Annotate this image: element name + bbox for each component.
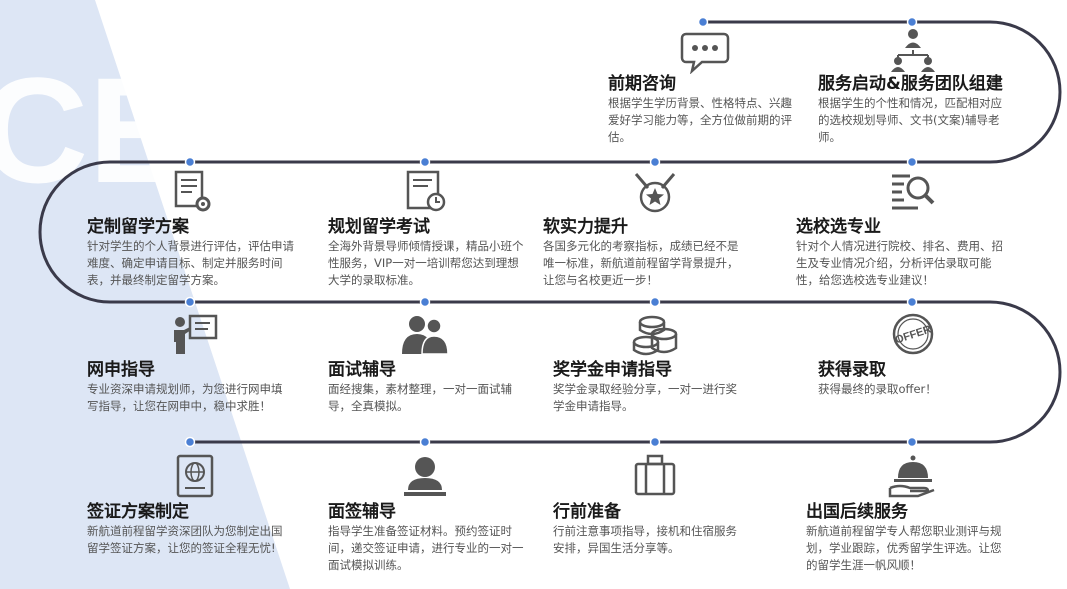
chat-bubble-icon <box>680 30 730 74</box>
step-description: 行前注意事项指导，接机和住宿服务安排，异国生活分享等。 <box>553 524 737 555</box>
track-dot-3 <box>184 156 196 168</box>
search-list-icon <box>888 170 938 214</box>
step-description: 针对学生的个人背景进行评估，评估申请难度、确定申请目标、制定并服务时间表，并最终… <box>87 239 294 287</box>
step-title: 获得录取 <box>818 360 886 380</box>
step-title: 面试辅导 <box>328 360 396 380</box>
track-line <box>38 20 1062 444</box>
step-description: 面经搜集，素材整理，一对一面试辅导，全真模拟。 <box>328 382 512 413</box>
step-title: 奖学金申请指导 <box>553 360 672 380</box>
step-description: 新航道前程留学专人帮您职业测评与规划，学业跟踪，优秀留学生评选。让您的留学生涯一… <box>806 524 1002 572</box>
track-dot-12 <box>419 436 431 448</box>
step-description: 针对个人情况进行院校、排名、费用、招生及专业情况介绍，分析评估录取可能性，给您选… <box>796 239 1003 287</box>
service-bell-icon <box>888 454 938 498</box>
track-dots <box>184 16 918 448</box>
step-description: 根据学生的个性和情况，匹配相对应的选校规划导师、文书(文案)辅导老师。 <box>818 96 1002 144</box>
presenter-board-icon <box>170 312 220 356</box>
step-title: 定制留学方案 <box>87 217 189 237</box>
step-title: 签证方案制定 <box>87 502 189 522</box>
step-title: 面签辅导 <box>328 502 396 522</box>
track-dot-2 <box>906 16 918 28</box>
two-people-icon <box>400 312 450 356</box>
track-dot-6 <box>906 156 918 168</box>
track-dot-11 <box>184 436 196 448</box>
document-gear-icon <box>168 170 218 214</box>
step-title: 网申指导 <box>87 360 155 380</box>
coin-stack-icon <box>630 312 680 356</box>
track-dot-7 <box>184 296 196 308</box>
exam-clock-icon <box>402 170 452 214</box>
step-description: 各国多元化的考察指标，成绩已经不是唯一标准，新航道前程留学背景提升，让您与名校更… <box>543 239 739 287</box>
person-silhouette-icon <box>400 454 450 498</box>
step-title: 软实力提升 <box>543 217 628 237</box>
medal-star-icon <box>630 170 680 214</box>
passport-icon <box>170 454 220 498</box>
track-dot-14 <box>906 436 918 448</box>
track-dot-8 <box>419 296 431 308</box>
step-title: 前期咨询 <box>608 74 676 94</box>
step-title: 选校选专业 <box>796 217 881 237</box>
step-description: 全海外背景导师倾情授课，精品小班个性服务，VIP一对一培训帮您达到理想大学的录取… <box>328 239 524 287</box>
track-dot-4 <box>419 156 431 168</box>
step-description: 奖学金录取经验分享，一对一进行奖学金申请指导。 <box>553 382 737 413</box>
step-description: 获得最终的录取offer！ <box>818 382 937 396</box>
step-description: 专业资深申请规划师，为您进行网申填写指导，让您在网申中，稳中求胜！ <box>87 382 283 413</box>
track-dot-5 <box>649 156 661 168</box>
suitcase-icon <box>630 454 680 498</box>
track-dot-9 <box>649 296 661 308</box>
track-dot-10 <box>906 296 918 308</box>
step-title: 行前准备 <box>553 502 621 522</box>
step-description: 根据学生学历背景、性格特点、兴趣爱好学习能力等，全方位做前期的评估。 <box>608 96 792 144</box>
offer-stamp-icon: OFFER <box>888 312 938 356</box>
track-dot-13 <box>649 436 661 448</box>
step-description: 新航道前程留学资深团队为您制定出国留学签证方案，让您的签证全程无忧! <box>87 524 283 555</box>
step-title: 规划留学考试 <box>328 217 430 237</box>
team-hierarchy-icon <box>888 28 938 72</box>
step-title: 出国后续服务 <box>806 502 908 522</box>
step-description: 指导学生准备签证材料。预约签证时间，递交签证申请，进行专业的一对一面试模拟训练。 <box>328 524 524 572</box>
track-dot-1 <box>697 16 709 28</box>
step-title: 服务启动&服务团队组建 <box>818 74 1003 94</box>
